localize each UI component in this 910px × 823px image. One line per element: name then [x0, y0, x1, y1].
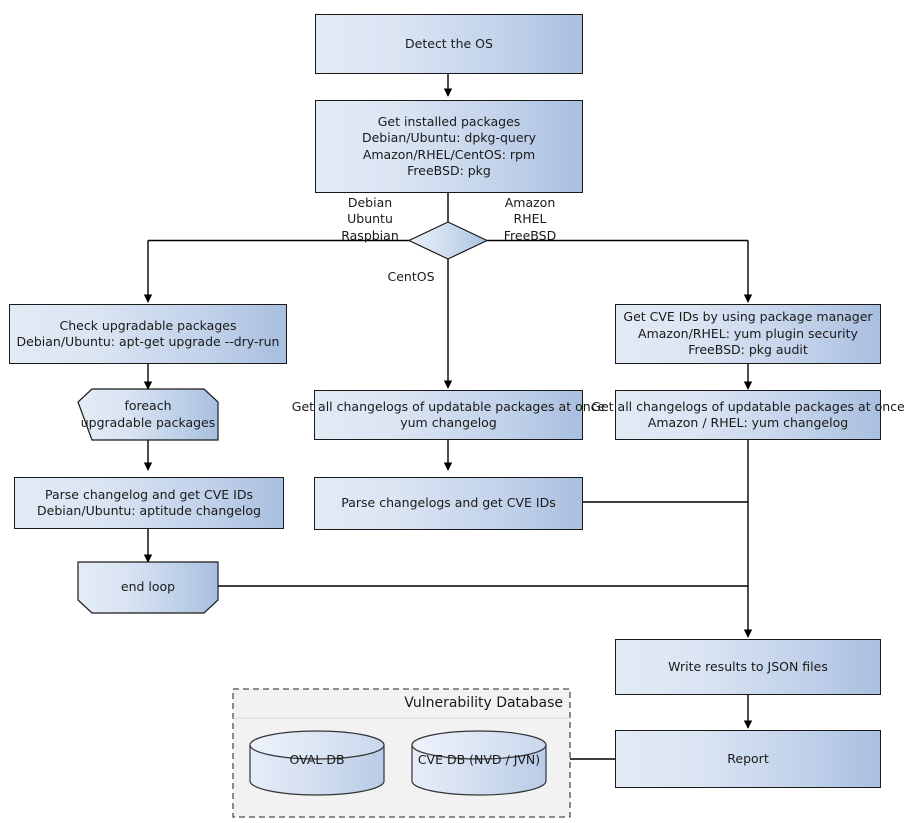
node-get-cve-ids-right[interactable]: Get CVE IDs by using package manager Ama…: [615, 304, 881, 364]
node-end-loop-label: end loop: [120, 579, 176, 595]
group-title-text: Vulnerability Database: [404, 695, 563, 711]
node-parse-changelog-left[interactable]: Parse changelog and get CVE IDs Debian/U…: [14, 477, 284, 529]
end-loop-shape: [77, 561, 219, 614]
edge-label-center-branch: CentOS: [378, 269, 444, 285]
node-report[interactable]: Report: [615, 730, 881, 788]
cve-db-cylinder: [411, 730, 547, 796]
node-get-cve-ids-line3: FreeBSD: pkg audit: [688, 342, 808, 358]
oval-db-label: OVAL DB: [250, 752, 384, 767]
node-check-upgradable-line1: Check upgradable packages: [59, 317, 237, 333]
node-write-json-label: Write results to JSON files: [668, 658, 828, 674]
node-parse-changelogs-center[interactable]: Parse changelogs and get CVE IDs: [314, 477, 583, 530]
node-report-label: Report: [727, 750, 769, 766]
node-detect-os-label: Detect the OS: [405, 35, 493, 51]
node-changelogs-right[interactable]: Get all changelogs of updatable packages…: [591, 390, 905, 440]
edge-left-line1: Debian: [347, 195, 393, 210]
node-foreach-line1: foreach: [124, 398, 172, 413]
edge-right-line3: FreeBSD: [503, 227, 557, 243]
edge-left-line3: Raspbian: [341, 227, 399, 243]
node-get-cve-ids-line2: Amazon/RHEL: yum plugin security: [638, 325, 858, 341]
node-changelogs-center[interactable]: Get all changelogs of updatable packages…: [292, 390, 605, 440]
vulnerability-database-title: Vulnerability Database: [233, 695, 563, 711]
edge-center-line1: CentOS: [387, 269, 435, 284]
edge-left-line2: Ubuntu: [347, 211, 393, 227]
node-detect-os[interactable]: Detect the OS: [315, 14, 583, 74]
edge-label-left-branch: Debian Ubuntu Raspbian: [330, 195, 410, 244]
oval-db-label-text: OVAL DB: [289, 752, 345, 767]
cve-db-label-text: CVE DB (NVD / JVN): [417, 752, 541, 767]
node-parse-changelogs-center-label: Parse changelogs and get CVE IDs: [341, 495, 556, 511]
node-write-json[interactable]: Write results to JSON files: [615, 639, 881, 695]
node-end-loop[interactable]: end loop: [78, 562, 218, 613]
node-changelogs-center-line1: Get all changelogs of updatable packages…: [291, 398, 606, 414]
node-changelogs-right-line2: Amazon / RHEL: yum changelog: [647, 415, 849, 430]
cve-db-label: CVE DB (NVD / JVN): [412, 752, 546, 767]
edge-right-line1: Amazon: [504, 195, 556, 210]
node-get-installed-packages[interactable]: Get installed packages Debian/Ubuntu: dp…: [315, 100, 583, 193]
node-changelogs-right-line1: Get all changelogs of updatable packages…: [591, 398, 905, 414]
edge-label-right-branch: Amazon RHEL FreeBSD: [490, 195, 570, 244]
node-parse-changelog-left-line2: Debian/Ubuntu: aptitude changelog: [37, 503, 261, 518]
node-check-upgradable[interactable]: Check upgradable packages Debian/Ubuntu:…: [9, 304, 287, 364]
node-check-upgradable-line2: Debian/Ubuntu: apt-get upgrade --dry-run: [16, 334, 280, 349]
node-get-cve-ids-line1: Get CVE IDs by using package manager: [623, 309, 873, 325]
node-get-installed-line4: FreeBSD: pkg: [407, 163, 491, 178]
oval-db-cylinder: [249, 730, 385, 796]
node-get-installed-line1: Get installed packages: [377, 113, 521, 129]
node-foreach-line2: upgradable packages: [80, 414, 216, 430]
node-foreach[interactable]: foreach upgradable packages: [78, 389, 218, 440]
node-get-installed-line2: Debian/Ubuntu: dpkg-query: [361, 130, 537, 145]
node-parse-changelog-left-line1: Parse changelog and get CVE IDs: [45, 486, 253, 502]
decision-diamond: [407, 221, 489, 260]
edge-right-line2: RHEL: [513, 211, 547, 227]
foreach-shape: [77, 388, 219, 441]
node-get-installed-line3: Amazon/RHEL/CentOS: rpm: [362, 146, 536, 162]
node-changelogs-center-line2: yum changelog: [400, 415, 497, 430]
